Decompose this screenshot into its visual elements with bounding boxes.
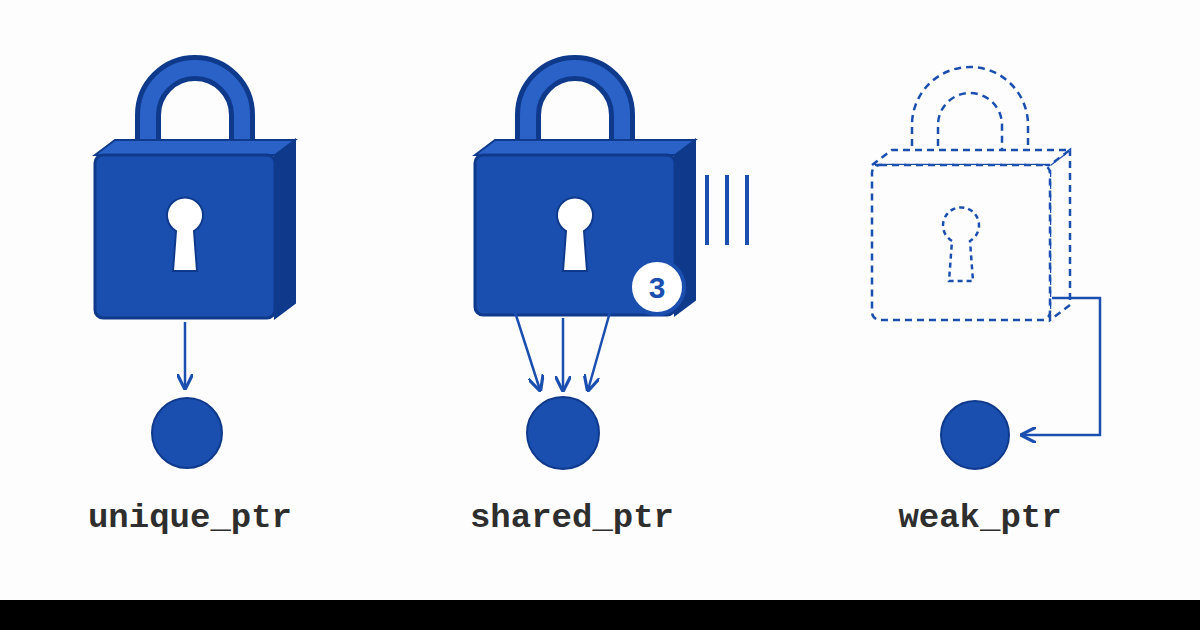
pointer-arrow	[562, 318, 565, 390]
bottom-bar	[0, 600, 1200, 630]
lock-top	[872, 150, 1070, 165]
lock-side	[275, 140, 295, 318]
object-dot	[152, 398, 222, 468]
unique-lock	[95, 68, 295, 318]
motion-line	[705, 175, 709, 245]
object-dot	[527, 397, 599, 469]
keyhole	[167, 197, 203, 271]
keyhole	[943, 207, 979, 281]
weak-lock	[872, 67, 1070, 320]
motion-line	[745, 175, 749, 245]
pointer-type-label: unique_ptr	[88, 499, 292, 537]
lock-body	[872, 165, 1050, 320]
keyhole	[557, 197, 593, 271]
reference-count: 3	[649, 273, 666, 303]
lock-body	[95, 155, 275, 318]
pointer-type-label: weak_ptr	[898, 499, 1061, 537]
lock-top	[475, 140, 695, 155]
shared-lock	[475, 68, 695, 315]
pointer-arrow	[588, 312, 610, 390]
motion-line	[725, 175, 729, 245]
count-badge	[630, 260, 684, 314]
pointer-arrow	[515, 312, 540, 390]
object-dot	[941, 401, 1009, 469]
lock-top	[95, 140, 295, 155]
pointer-type-label: shared_ptr	[470, 499, 674, 537]
pointer-arrow	[1022, 298, 1100, 435]
lock-side	[1050, 150, 1070, 320]
pointer-arrow	[184, 322, 187, 388]
